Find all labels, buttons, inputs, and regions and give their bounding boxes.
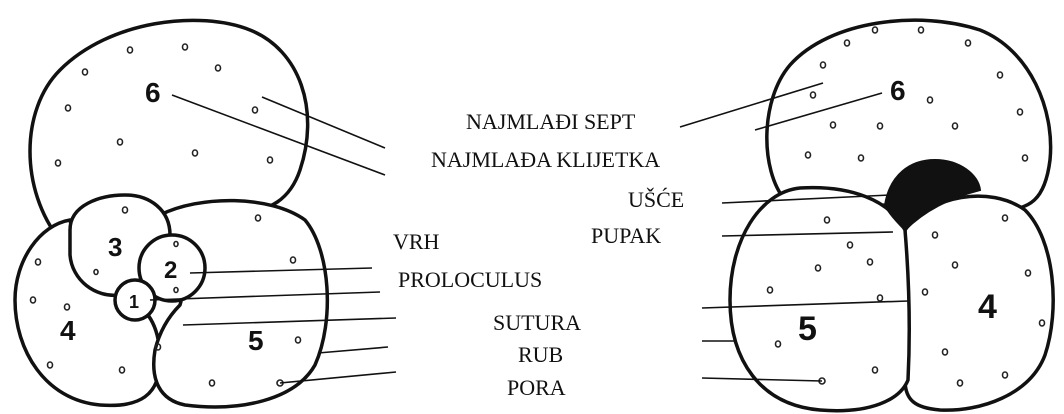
left-chamber-2 (137, 233, 207, 303)
right-chamber-5 (728, 185, 911, 413)
label-najmladji-sept: NAJMLAĐI SEPT (466, 109, 636, 134)
left-leader-lines (149, 94, 397, 384)
label-rub: RUB (518, 342, 563, 367)
label-najmladja-klijetka: NAJMLAĐA KLIJETKA (431, 147, 660, 172)
right-chamber-5-number: 5 (798, 310, 817, 348)
left-chamber-5-number: 5 (248, 325, 264, 356)
right-chamber-4-number: 4 (978, 288, 997, 326)
label-pupak: PUPAK (591, 223, 661, 248)
right-pores (766, 26, 1046, 387)
left-chamber-3-number: 3 (108, 232, 122, 262)
right-aperture (883, 158, 982, 232)
label-pora: PORA (507, 375, 566, 400)
left-chamber-5 (152, 198, 330, 409)
left-chamber-2-number: 2 (164, 257, 177, 284)
right-leader-lines (679, 82, 909, 382)
right-chamber-6-number: 6 (890, 75, 906, 106)
left-chamber-4-number: 4 (60, 315, 76, 346)
label-usce: UŠĆE (628, 187, 684, 212)
left-chamber-6-number: 6 (145, 77, 161, 108)
label-sutura: SUTURA (493, 310, 581, 335)
left-chamber-1-number: 1 (129, 292, 139, 312)
label-proloculus: PROLOCULUS (398, 267, 542, 292)
left-shell: 6 3 2 1 4 5 (13, 18, 330, 409)
labels: NAJMLAĐI SEPT NAJMLAĐA KLIJETKA UŠĆE VRH… (393, 109, 684, 400)
label-vrh: VRH (393, 229, 440, 254)
right-shell: 6 5 4 (728, 18, 1055, 413)
left-pores (29, 43, 302, 387)
right-chamber-6 (765, 18, 1053, 212)
